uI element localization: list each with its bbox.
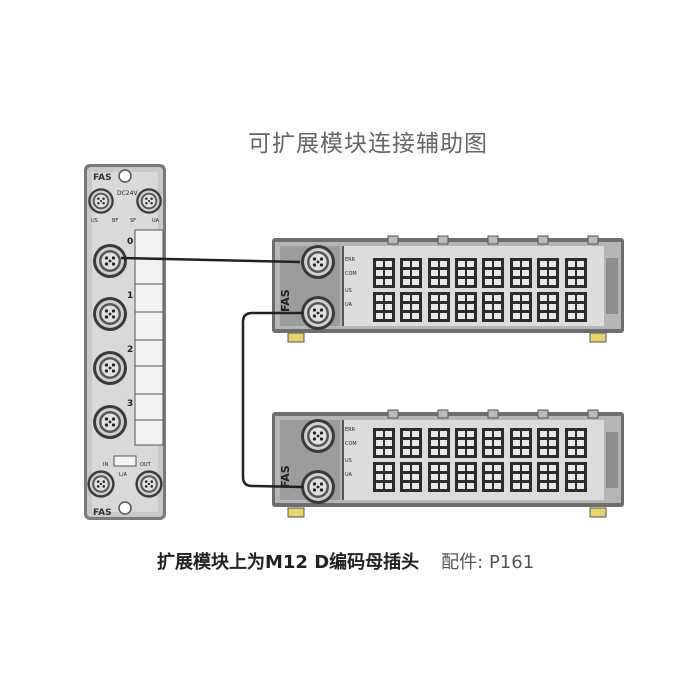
diagram-title: 可扩展模块连接辅助图 bbox=[248, 131, 488, 157]
label-out: OUT bbox=[140, 462, 152, 468]
exp1-logo: FAS bbox=[279, 289, 292, 312]
connection-cables bbox=[120, 256, 304, 489]
master-logo: FAS bbox=[93, 173, 112, 183]
expansion-module-2 bbox=[272, 409, 624, 518]
led-sf: SF bbox=[130, 218, 136, 224]
exp2-led-us: US bbox=[345, 458, 352, 464]
caption-main: 扩展模块上为M12 D编码母插头 bbox=[157, 552, 420, 573]
cable-master-to-expansion-1 bbox=[120, 256, 301, 264]
led-us: US bbox=[91, 218, 98, 224]
master-module bbox=[84, 164, 166, 520]
expansion-module-1 bbox=[272, 235, 624, 343]
exp1-led-us: US bbox=[345, 288, 352, 294]
port-number-2: 2 bbox=[127, 345, 133, 355]
label-in: IN bbox=[103, 462, 108, 468]
led-ua: UA bbox=[152, 218, 160, 224]
exp2-led-com: COM bbox=[345, 441, 357, 447]
port-number-1: 1 bbox=[127, 291, 133, 301]
exp1-led-err: ERR bbox=[345, 257, 356, 263]
caption-accessory: 配件: P161 bbox=[441, 552, 535, 573]
port-number-3: 3 bbox=[127, 399, 133, 409]
power-label: DC24V bbox=[117, 190, 138, 197]
exp2-led-ua: UA bbox=[345, 472, 353, 478]
cable-expansion-1-to-expansion-2 bbox=[241, 311, 304, 489]
exp2-led-err: ERR bbox=[345, 427, 356, 433]
exp2-logo: FAS bbox=[279, 465, 292, 488]
exp1-led-ua: UA bbox=[345, 302, 353, 308]
port-number-0: 0 bbox=[127, 237, 133, 247]
label-la: L/A bbox=[119, 472, 127, 478]
caption: 扩展模块上为M12 D编码母插头配件: P161 bbox=[157, 548, 534, 574]
exp1-led-com: COM bbox=[345, 271, 357, 277]
led-bf: BF bbox=[112, 218, 118, 224]
master-logo-bottom: FAS bbox=[93, 508, 112, 518]
